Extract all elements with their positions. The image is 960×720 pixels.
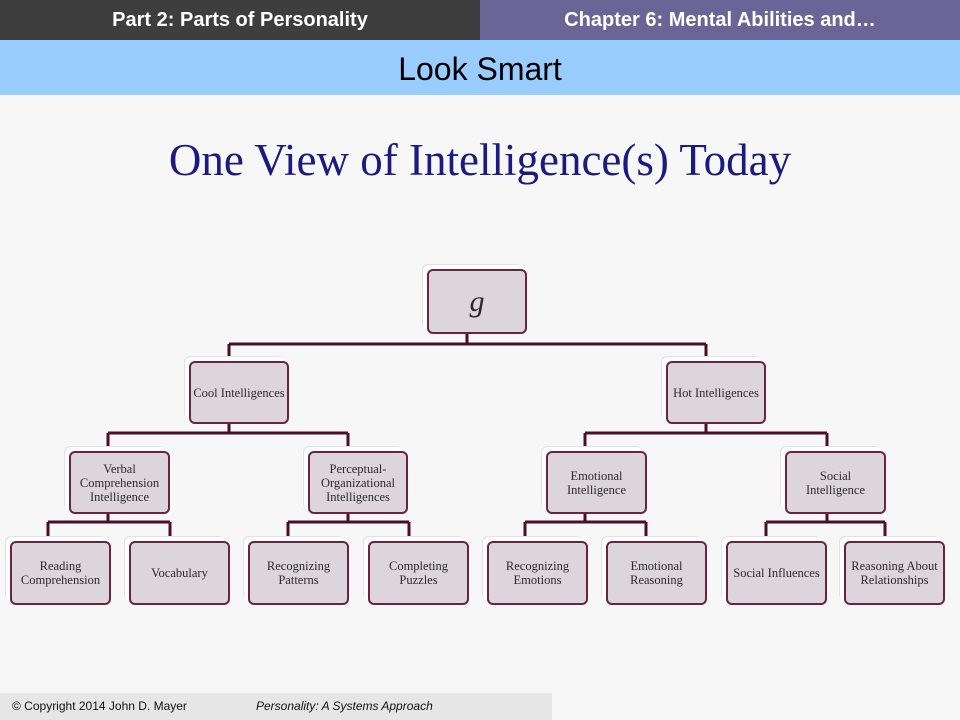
node-emotional-intelligence: Emotional Intelligence (546, 451, 647, 514)
copyright-notice: © Copyright 2014 John D. Mayer (12, 699, 187, 713)
connector-cool-children (106, 424, 350, 451)
node-completing-puzzles: Completing Puzzles (368, 541, 469, 605)
node-recognizing-emotions: Recognizing Emotions (487, 541, 588, 605)
node-g: g (427, 269, 527, 334)
book-title: Personality: A Systems Approach (256, 699, 433, 713)
connector-social-children (764, 514, 887, 541)
node-verbal-comprehension: Verbal Comprehension Intelligence (69, 451, 170, 514)
node-vocabulary: Vocabulary (129, 541, 230, 605)
connector-emotional-children (523, 514, 648, 541)
connector-hot-children (583, 424, 829, 451)
connector-verbal-children (46, 514, 172, 541)
node-recognizing-patterns: Recognizing Patterns (248, 541, 349, 605)
node-cool-intelligences: Cool Intelligences (189, 361, 289, 424)
node-reading-comprehension: Reading Comprehension (10, 541, 111, 605)
node-hot-intelligences: Hot Intelligences (666, 361, 766, 424)
part-header: Part 2: Parts of Personality (0, 0, 480, 40)
section-subtitle: Look Smart (0, 40, 960, 95)
slide-title: One View of Intelligence(s) Today (168, 135, 792, 185)
node-social-intelligence: Social Intelligence (785, 451, 886, 514)
footer: © Copyright 2014 John D. Mayer Personali… (0, 693, 552, 720)
connector-g-level1 (227, 334, 708, 361)
node-perceptual-organizational: Perceptual-Organizational Intelligences (308, 451, 408, 514)
connector-perceptual-children (286, 514, 411, 541)
node-social-influences: Social Influences (726, 541, 827, 605)
node-emotional-reasoning: Emotional Reasoning (606, 541, 707, 605)
chapter-header: Chapter 6: Mental Abilities and… (480, 0, 960, 40)
node-reasoning-about-relationships: Reasoning About Relationships (844, 541, 945, 605)
